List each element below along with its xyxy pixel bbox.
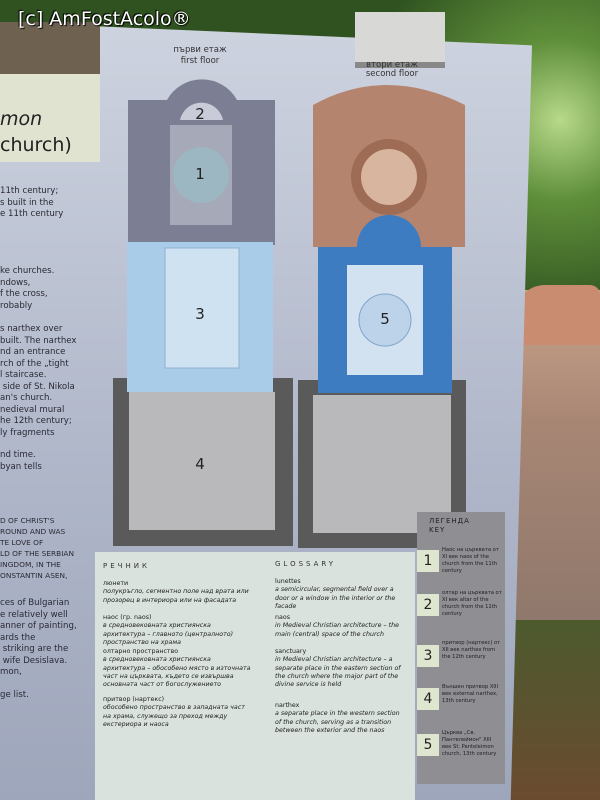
glossary-term: naos	[275, 614, 290, 621]
key-panel: ЛЕГЕНДА KEY 1 Наос на църквата от XI век…	[417, 512, 505, 784]
church-dome	[358, 293, 412, 347]
glossary-definition: обособено пространство в западната част …	[103, 704, 245, 728]
board-cap	[355, 12, 445, 62]
glossary-definition: in Medieval Christian architecture – the…	[275, 622, 399, 638]
title-band	[0, 22, 100, 74]
glossary-definition: a separate place in the western section …	[275, 710, 400, 734]
plan-number-2: 2	[195, 105, 205, 123]
glossary-definition: в средновековната християнска архитектур…	[103, 656, 251, 689]
stone-wall	[510, 290, 600, 620]
key-text: притвор (нартекс) от XII век narthex fro…	[442, 640, 501, 660]
key-number: 4	[417, 688, 439, 710]
first-floor-label-en: first floor	[180, 56, 220, 66]
narthex-floor	[164, 247, 240, 369]
key-number: 3	[417, 645, 439, 667]
second-floor-label-bg: втори етаж	[366, 60, 418, 70]
plan-number-3: 3	[195, 305, 205, 323]
altar-apse	[180, 102, 223, 120]
plan-number-5: 5	[380, 310, 390, 328]
roof-tiles	[515, 285, 600, 345]
glossary-term: lunettes	[275, 578, 301, 585]
title-line-2: church)	[0, 134, 72, 156]
key-number: 5	[417, 734, 439, 756]
body-paragraph: nd time. byan tells	[0, 450, 42, 472]
glossary-definition: полукръгло, сегментно поле над врата или…	[103, 588, 249, 604]
glossary-definition: a semicircular, segmental field over a d…	[275, 586, 396, 610]
body-paragraph: ces of Bulgarian e relatively well anner…	[0, 598, 77, 677]
key-heading-bg: ЛЕГЕНДА	[429, 517, 470, 525]
plan-number-1: 1	[195, 165, 205, 183]
first-floor-label-bg: първи етаж	[173, 45, 227, 55]
key-number: 2	[417, 594, 439, 616]
dome	[361, 149, 417, 205]
glossary-heading-bg: РЕЧНИК	[103, 562, 150, 570]
glossary-term: наос (гр. naos)	[103, 614, 152, 621]
glossary-heading-en: GLOSSARY	[275, 560, 337, 568]
glossary-definition: в средновековната християнска архитектур…	[103, 622, 234, 646]
watermark: [c] AmFostAcolo®	[18, 8, 191, 30]
ground	[500, 620, 600, 800]
external-narthex-floor	[129, 392, 275, 530]
key-text: Църква „Св. Пантелеймон" XIII век St. Pa…	[442, 730, 497, 757]
key-text: олтар на църквата от XI век altar of the…	[442, 590, 502, 617]
glossary-term: притвор (нартекс)	[103, 696, 165, 703]
glossary-definition: in Medieval Christian architecture – a s…	[275, 656, 401, 689]
title-line-1: mon	[0, 108, 43, 130]
body-paragraph: ge list.	[0, 690, 29, 700]
key-heading-en: KEY	[429, 526, 446, 534]
second-floor-plan	[298, 85, 466, 548]
first-floor-plan	[113, 79, 293, 546]
glossary-term: narthex	[275, 702, 300, 709]
key-text: Външен притвор XIII век external narthex…	[442, 684, 498, 704]
glossary-term: олтарно пространство	[103, 648, 179, 655]
body-paragraph: s narthex over built. The narthex nd an …	[0, 324, 77, 438]
body-paragraph: 11th century; s built in the e 11th cent…	[0, 186, 64, 219]
body-paragraph: ke churches. ndows, f the cross, robably	[0, 266, 55, 311]
second-floor-label-en: second floor	[365, 69, 419, 79]
naos-dome	[173, 147, 229, 203]
title-box	[0, 74, 100, 162]
key-text: Наос на църквата от XI век naos of the c…	[442, 547, 499, 574]
plan-number-4: 4	[195, 455, 205, 473]
lower-floor	[313, 395, 451, 533]
glossary-term: sanctuary	[275, 648, 307, 655]
key-number: 1	[417, 550, 439, 572]
body-paragraph: D OF CHRIST'S ROUND AND WAS TE LOVE OF L…	[0, 516, 74, 580]
glossary-term: люнети	[103, 580, 129, 587]
